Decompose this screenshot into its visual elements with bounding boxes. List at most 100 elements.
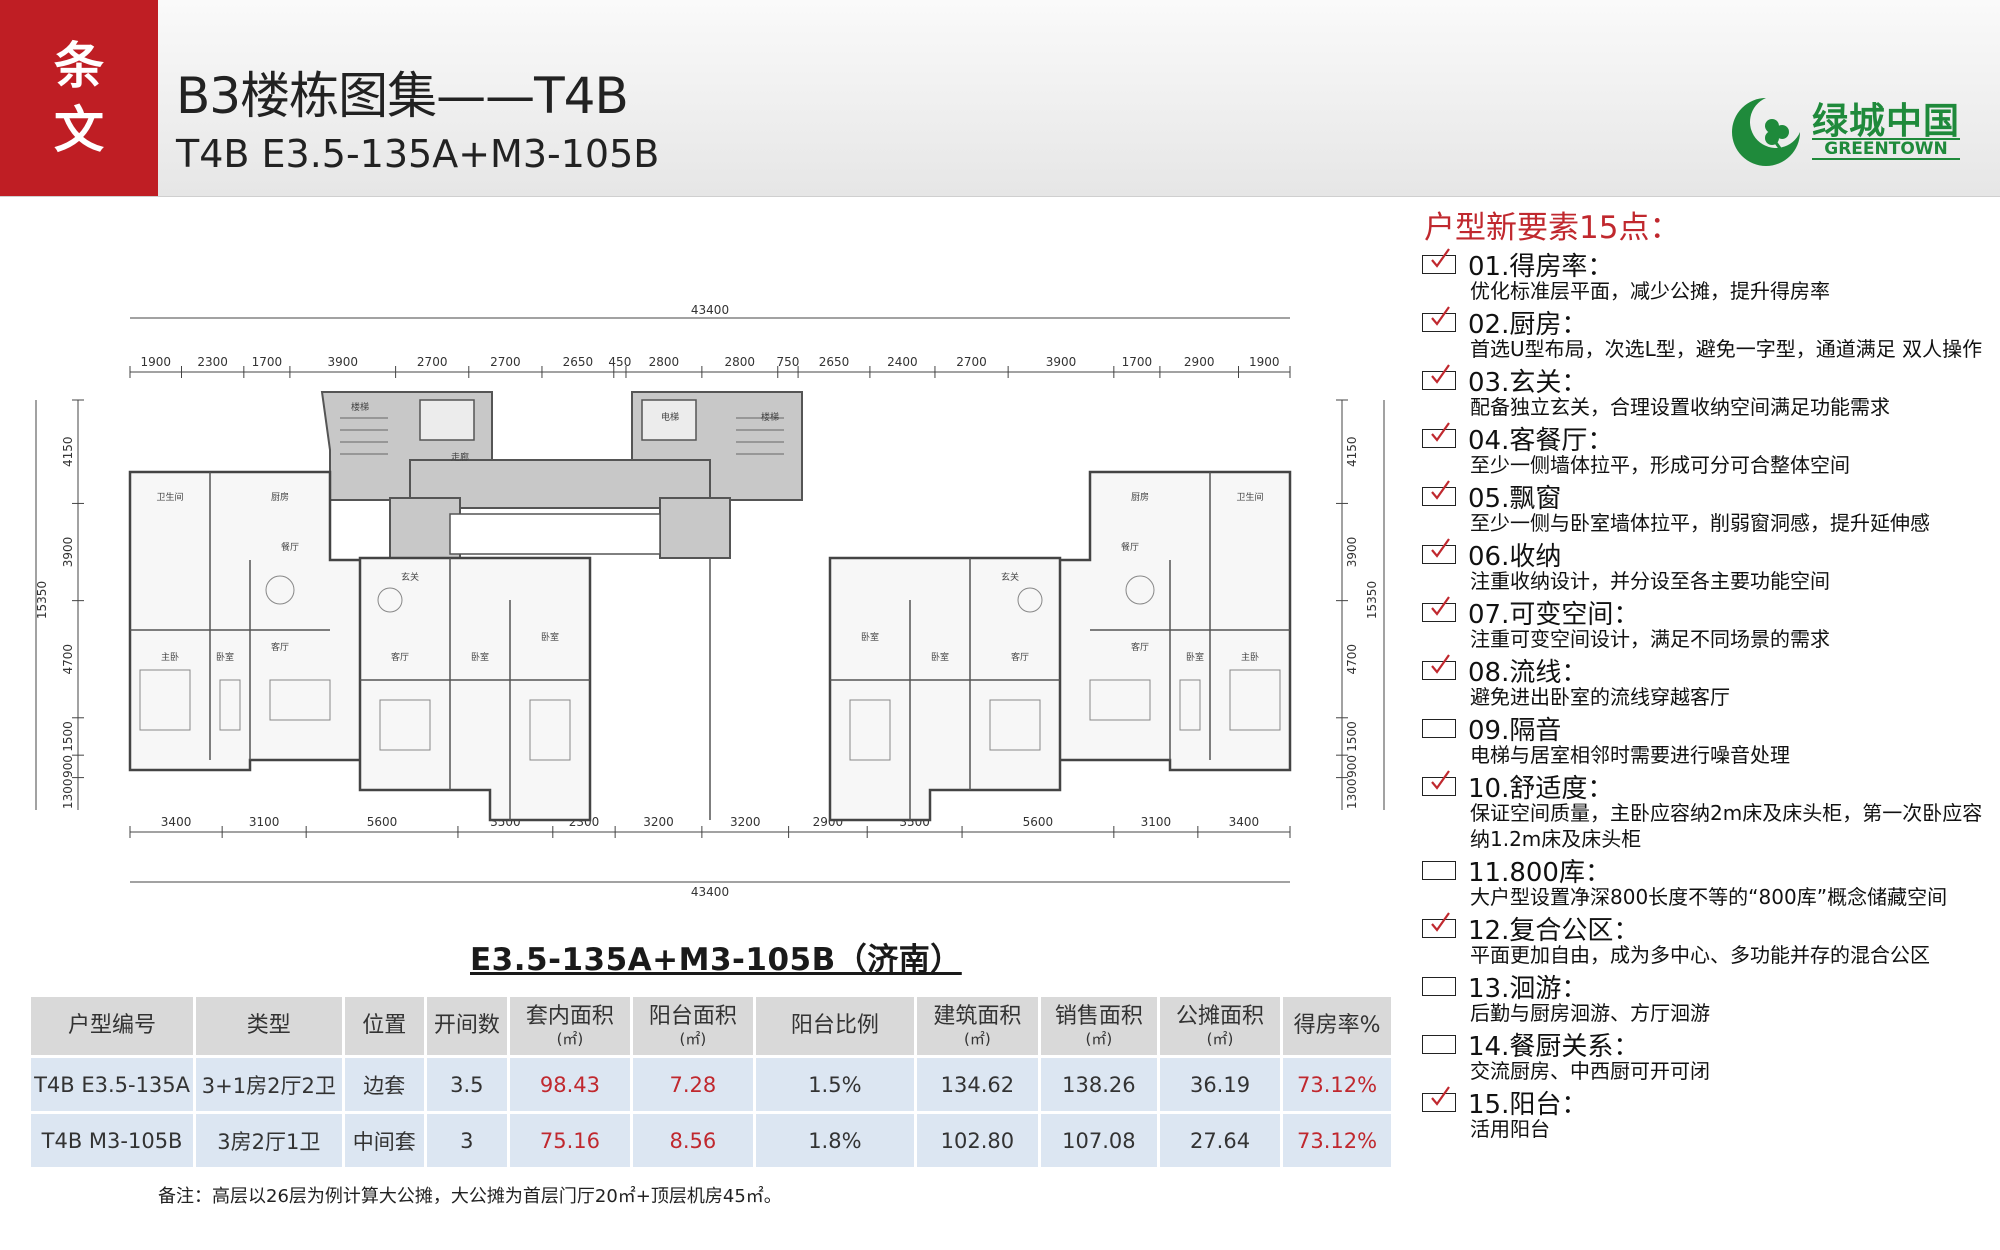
section-tag: 条 文 — [0, 0, 158, 196]
table-header-unit: (㎡) — [1085, 1030, 1113, 1048]
room-label: 客厅 — [271, 641, 289, 653]
greentown-logo-icon — [1732, 98, 1800, 166]
checklist-item: 03.玄关：配备独立玄关，合理设置收纳空间满足功能需求 — [1422, 363, 1992, 420]
table-header-cell: 得房率% — [1283, 997, 1391, 1055]
checkmark-icon — [1431, 653, 1450, 674]
checklist-item-desc: 交流厨房、中西厨可开可闭 — [1470, 1059, 1710, 1083]
room-label: 卧室 — [861, 631, 879, 643]
table-header-cell: 户型编号 — [31, 997, 194, 1055]
side-dims-l-4: 900 — [61, 755, 75, 778]
side-dims-r-5: 1300 — [1345, 779, 1359, 810]
table-header-cell: 建筑面积(㎡) — [916, 997, 1038, 1055]
room-label: 电梯 — [661, 411, 679, 423]
table-header-cell: 套内面积(㎡) — [509, 997, 631, 1055]
checkbox[interactable] — [1422, 595, 1456, 622]
checkmark-icon — [1431, 479, 1450, 500]
side-dims-r-2: 4700 — [1345, 644, 1359, 675]
checklist-item-desc: 注重收纳设计，并分设至各主要功能空间 — [1470, 569, 1830, 593]
dim-bottom-6: 3200 — [730, 815, 761, 829]
checklist-item: 05.飘窗至少一侧与卧室墙体拉平，削弱窗洞感，提升延伸感 — [1422, 479, 1992, 536]
dim-top-9: 2800 — [725, 355, 756, 369]
unit-area-table: 户型编号类型位置开间数套内面积(㎡)阳台面积(㎡)阳台比例建筑面积(㎡)销售面积… — [28, 994, 1394, 1170]
side-dims-l-2: 4700 — [61, 644, 75, 675]
checkbox[interactable] — [1422, 1034, 1456, 1054]
table-cell: 1.5% — [755, 1058, 914, 1111]
dim-bottom-9: 5600 — [1023, 815, 1054, 829]
checkbox[interactable] — [1422, 479, 1456, 506]
room-label: 餐厅 — [1121, 541, 1139, 553]
checkbox[interactable] — [1422, 305, 1456, 332]
table-header-cell: 公摊面积(㎡) — [1159, 997, 1281, 1055]
side-dims-r-0: 4150 — [1345, 436, 1359, 467]
dim-bottom-1: 3100 — [249, 815, 280, 829]
table-header-label: 位置 — [362, 1013, 407, 1038]
checkbox[interactable] — [1422, 911, 1456, 938]
checklist-item: 04.客餐厅：至少一侧墙体拉平，形成可分可合整体空间 — [1422, 421, 1992, 478]
dim-left-total: 15350 — [35, 581, 49, 619]
checkbox[interactable] — [1422, 769, 1456, 796]
table-cell: 107.08 — [1040, 1114, 1157, 1167]
table-cell: 73.12% — [1283, 1114, 1391, 1167]
room-label: 卧室 — [471, 651, 489, 663]
checklist-item-desc: 注重可变空间设计，满足不同场景的需求 — [1470, 627, 1830, 651]
dim-bottom-0: 3400 — [161, 815, 192, 829]
greentown-logo: 绿城中国 GREENTOWN — [1726, 86, 1962, 166]
checkmark-icon — [1431, 769, 1450, 790]
checklist-item: 09.隔音电梯与居室相邻时需要进行噪音处理 — [1422, 712, 1992, 768]
checkbox[interactable] — [1422, 653, 1456, 680]
table-header-unit: (㎡) — [964, 1030, 991, 1048]
checkbox[interactable] — [1422, 976, 1456, 996]
checklist-item-label: 03.玄关： — [1468, 367, 1588, 398]
side-dims-l-3: 1500 — [61, 721, 75, 752]
checkbox[interactable] — [1422, 537, 1456, 564]
checklist-item-desc: 配备独立玄关，合理设置收纳空间满足功能需求 — [1470, 395, 1890, 419]
table-header-cell: 类型 — [196, 997, 342, 1055]
dim-top-15: 1700 — [1122, 355, 1153, 369]
checkmark-icon — [1431, 247, 1450, 268]
checklist-item: 11.800库：大户型设置净深800长度不等的“800库”概念储藏空间 — [1422, 854, 1992, 910]
checklist-item-label: 06.收纳 — [1468, 541, 1562, 572]
checklist-item: 01.得房率：优化标准层平面，减少公摊，提升得房率 — [1422, 247, 1992, 304]
room-label: 玄关 — [401, 571, 419, 583]
checkmark-icon — [1431, 421, 1450, 442]
table-cell: T4B M3-105B — [31, 1114, 194, 1167]
table-cell: 102.80 — [916, 1114, 1038, 1167]
table-cell: 98.43 — [509, 1058, 631, 1111]
table-header-cell: 阳台比例 — [755, 997, 914, 1055]
checkbox[interactable] — [1422, 860, 1456, 880]
logo-english-text: GREENTOWN — [1812, 138, 1960, 160]
dim-top-4: 2700 — [417, 355, 448, 369]
dim-top-3: 3900 — [327, 355, 358, 369]
checkmark-icon — [1431, 305, 1450, 326]
table-cell: 73.12% — [1283, 1058, 1391, 1111]
table-header-row: 户型编号类型位置开间数套内面积(㎡)阳台面积(㎡)阳台比例建筑面积(㎡)销售面积… — [31, 997, 1391, 1055]
checklist-item-desc: 首选U型布局，次选L型，避免一字型，通道满足 双人操作 — [1470, 337, 1983, 361]
table-cell: 中间套 — [344, 1114, 424, 1167]
checklist-item-label: 15.阳台： — [1468, 1089, 1588, 1120]
checklist-item: 13.洄游：后勤与厨房洄游、方厅洄游 — [1422, 970, 1992, 1026]
table-cell: 3房2厅1卫 — [196, 1114, 342, 1167]
checklist-item-label: 12.复合公区： — [1468, 915, 1640, 946]
checkbox[interactable] — [1422, 363, 1456, 390]
side-dims-r-3: 1500 — [1345, 721, 1359, 752]
checkbox[interactable] — [1422, 1085, 1456, 1112]
checkbox[interactable] — [1422, 247, 1456, 274]
checklist-item-label: 14.餐厨关系： — [1468, 1031, 1640, 1062]
table-header-cell: 阳台面积(㎡) — [633, 997, 753, 1055]
checkbox[interactable] — [1422, 421, 1456, 448]
dim-overall-top: 43400 — [691, 303, 729, 317]
room-label: 卧室 — [1186, 651, 1204, 663]
checklist-item: 02.厨房：首选U型布局，次选L型，避免一字型，通道满足 双人操作 — [1422, 305, 1992, 362]
checkbox[interactable] — [1422, 718, 1456, 738]
table-cell: 27.64 — [1159, 1114, 1281, 1167]
logo-chinese-text: 绿城中国 — [1812, 101, 1961, 142]
checklist-item-label: 10.舒适度： — [1468, 773, 1614, 804]
checkmark-icon — [1431, 595, 1450, 616]
side-dims-l-0: 4150 — [61, 436, 75, 467]
checklist-item-desc: 大户型设置净深800长度不等的“800库”概念储藏空间 — [1470, 885, 1948, 909]
checklist-item-desc: 平面更加自由，成为多中心、多功能并存的混合公区 — [1470, 943, 1930, 967]
checklist-item: 06.收纳注重收纳设计，并分设至各主要功能空间 — [1422, 537, 1992, 594]
